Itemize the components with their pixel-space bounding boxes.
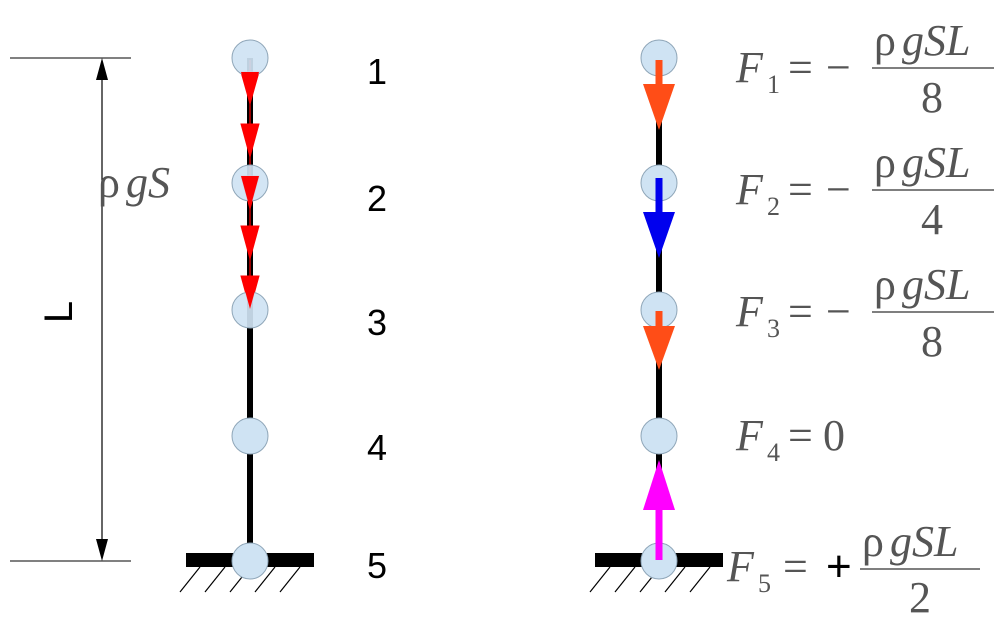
node-1-left xyxy=(231,39,269,77)
f5-den: 2 xyxy=(909,573,931,621)
svg-text:=: = xyxy=(783,542,808,591)
svg-text:=: = xyxy=(788,287,813,336)
f5-subscript: 5 xyxy=(758,569,771,598)
svg-text:=: = xyxy=(788,43,813,92)
f1-symbol: F xyxy=(735,43,764,92)
load-arrow-4 xyxy=(240,225,260,261)
force-arrow-5 xyxy=(643,460,675,560)
node-4-right xyxy=(640,417,678,455)
node-label-2: 2 xyxy=(367,178,387,219)
force-arrow-3 xyxy=(643,311,675,370)
f5-sign: + xyxy=(826,542,852,591)
f4-symbol: F xyxy=(735,411,764,460)
node-labels: 1 2 3 4 5 xyxy=(367,51,387,586)
load-arrow-2 xyxy=(240,123,260,159)
support-hatching-left xyxy=(179,566,301,593)
node-5-left xyxy=(231,542,269,580)
node-label-4: 4 xyxy=(367,427,387,468)
node-4-left xyxy=(231,417,269,455)
force-arrow-2 xyxy=(643,178,675,258)
force-arrow-1 xyxy=(643,60,675,130)
f4-subscript: 4 xyxy=(767,438,780,467)
f3-symbol: F xyxy=(735,287,764,336)
f2-sign: − xyxy=(826,165,851,214)
rho-symbol: ρ xyxy=(98,158,120,207)
load-arrows-overlay xyxy=(241,72,259,309)
svg-text:=: = xyxy=(788,411,813,460)
f3-den: 8 xyxy=(921,317,943,366)
load-g: g xyxy=(126,158,148,207)
f2-subscript: 2 xyxy=(767,192,780,221)
f1-subscript: 1 xyxy=(767,70,780,99)
f3-subscript: 3 xyxy=(767,314,780,343)
f2-den: 4 xyxy=(921,195,943,244)
node-label-1: 1 xyxy=(367,51,387,92)
dimension-arrow-bottom xyxy=(96,539,108,561)
node-label-5: 5 xyxy=(367,545,387,586)
length-label: L xyxy=(37,301,81,323)
f5-symbol: F xyxy=(726,542,755,591)
node-label-3: 3 xyxy=(367,302,387,343)
load-S: S xyxy=(148,158,170,207)
f3-sign: − xyxy=(826,287,851,336)
f1-sign: − xyxy=(826,43,851,92)
f4-value: 0 xyxy=(823,411,845,460)
f2-symbol: F xyxy=(735,165,764,214)
dimension-arrow-top xyxy=(96,58,108,80)
equation-f4: F 4 = 0 xyxy=(735,411,845,467)
f1-den: 8 xyxy=(921,73,943,122)
svg-text:=: = xyxy=(788,165,813,214)
